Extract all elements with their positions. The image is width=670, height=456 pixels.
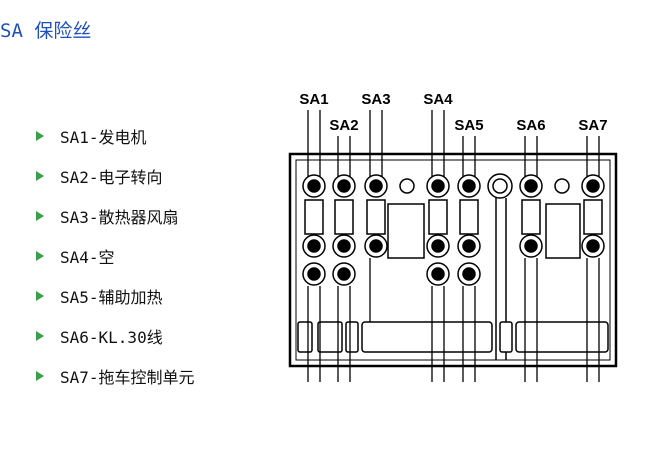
fuse-label-sa4: SA4: [423, 91, 453, 108]
connector-block: [499, 321, 513, 353]
wire-sa5: [462, 286, 476, 382]
arrow-bullet-icon: [36, 211, 44, 221]
list-item: SA5-辅助加热: [36, 276, 195, 316]
bolt-sa7-top: [581, 174, 605, 198]
blank-slot: [545, 203, 581, 259]
wires: [307, 258, 600, 382]
list-item-text: SA4-空: [60, 248, 115, 267]
lower-bolts: [302, 234, 605, 286]
fuse-list: SA1-发电机 SA2-电子转向 SA3-散热器风扇 SA4-空 SA5-辅助加…: [36, 116, 195, 396]
fuse-box-housing: [288, 152, 618, 368]
arrow-bullet-icon: [36, 331, 44, 341]
fuse-body-sa2: [334, 199, 354, 235]
arrow-bullet-icon: [36, 251, 44, 261]
bolt-sa3-bottom: [364, 234, 388, 258]
fuse-label-sa1: SA1: [299, 91, 328, 108]
mount-hole: [554, 178, 570, 194]
bolt-sa2-top: [332, 174, 356, 198]
bolt-sa1-top: [302, 174, 326, 198]
arrow-bullet-icon: [36, 131, 44, 141]
fuse-label-sa2: SA2: [329, 117, 358, 134]
arrow-bullet-icon: [36, 291, 44, 301]
fuse-body-sa7: [583, 199, 603, 235]
fuse-label-sa6: SA6: [516, 117, 545, 134]
fuse-body-sa6: [521, 199, 541, 235]
blank-slot: [387, 203, 425, 259]
connector-block: [345, 321, 359, 353]
connector-block: [317, 321, 343, 353]
connector-block: [361, 321, 493, 353]
list-item: SA4-空: [36, 236, 195, 276]
leader-line-sa1: [307, 110, 321, 186]
fuse-label-sa7: SA7: [578, 117, 607, 134]
list-item: SA1-发电机: [36, 116, 195, 156]
bolt-sa6-top: [519, 174, 543, 198]
list-item: SA3-散热器风扇: [36, 196, 195, 236]
connector-blocks: [297, 321, 609, 353]
list-item-text: SA5-辅助加热: [60, 288, 163, 307]
leader-line-sa4: [431, 110, 445, 186]
list-item: SA2-电子转向: [36, 156, 195, 196]
fuse-body-sa3: [366, 199, 386, 235]
arrow-bullet-icon: [36, 371, 44, 381]
list-item: SA6-KL.30线: [36, 316, 195, 356]
fuse-body-sa5: [459, 199, 479, 235]
bolt-sa1-bottom: [302, 234, 326, 286]
list-item-text: SA2-电子转向: [60, 168, 163, 187]
arrow-bullet-icon: [36, 171, 44, 181]
connector-block: [297, 321, 313, 353]
list-item: SA7-拖车控制单元: [36, 356, 195, 396]
leader-line-sa3: [369, 110, 383, 186]
bolt-sa6-bottom: [519, 234, 543, 258]
connector-block: [515, 321, 609, 353]
list-item-text: SA6-KL.30线: [60, 328, 163, 347]
list-item-text: SA7-拖车控制单元: [60, 368, 195, 387]
slide-title: SA 保险丝: [0, 20, 92, 42]
main-feed-bolt: [487, 173, 513, 199]
wire-sa4: [431, 286, 445, 382]
wire-sa6: [524, 258, 538, 382]
bolt-sa2-bottom: [332, 234, 356, 286]
bolt-sa5-top: [457, 174, 481, 198]
fuse-body-sa1: [304, 199, 324, 235]
list-item-text: SA1-发电机: [60, 128, 147, 147]
wire-sa7: [586, 258, 600, 382]
wire-sa2: [337, 286, 351, 382]
fuse-body-sa4: [428, 199, 448, 235]
fuse-label-sa3: SA3: [361, 91, 390, 108]
fuse-box-diagram: SA1 SA2 SA3 SA4 SA5 SA6 SA7: [288, 91, 618, 382]
upper-bolts: [302, 173, 605, 199]
bolt-sa4-top: [426, 174, 450, 198]
bolt-sa4-bottom: [426, 234, 450, 286]
bolt-sa3-top: [364, 174, 388, 198]
list-item-text: SA3-散热器风扇: [60, 208, 179, 227]
fuse-label-sa5: SA5: [454, 117, 483, 134]
mount-hole: [399, 178, 415, 194]
bolt-sa5-bottom: [457, 234, 481, 286]
bolt-sa7-bottom: [581, 234, 605, 258]
fuse-bodies: [304, 198, 603, 360]
wire-sa1: [307, 286, 321, 382]
